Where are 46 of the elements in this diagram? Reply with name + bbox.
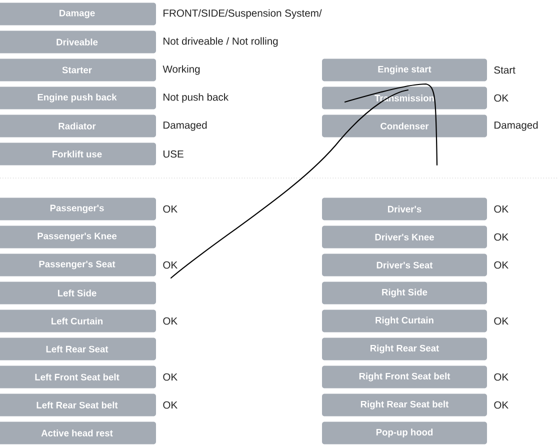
label-box: Engine start	[322, 58, 487, 82]
value-text: Not driveable / Not rolling	[164, 37, 278, 47]
value-text: OK	[494, 261, 508, 269]
value-text: OK	[163, 205, 178, 213]
label-box: Pop-up hood	[322, 422, 487, 444]
label-box: Left Rear Seat belt	[0, 394, 156, 416]
value-text: OK	[494, 373, 508, 381]
value-text: USE	[164, 150, 184, 158]
label-box: Driver's	[322, 198, 487, 220]
label-box: Right Rear Seat belt	[322, 394, 487, 416]
value-text: OK	[163, 317, 178, 325]
label-box: Right Rear Seat	[322, 338, 487, 360]
value-text: OK	[163, 261, 178, 269]
value-text: Damaged	[494, 121, 538, 131]
value-text: Start	[494, 66, 516, 74]
value-text: Damaged	[164, 121, 207, 131]
label-box: Driver's Knee	[322, 226, 487, 248]
label-box: Active head rest	[0, 422, 156, 444]
label-box: Right Front Seat belt	[322, 366, 487, 388]
label-box: Condenser	[322, 114, 487, 138]
value-text: OK	[163, 401, 178, 409]
value-text: FRONT/SIDE/Suspension System/	[164, 9, 322, 19]
value-text: OK	[494, 233, 508, 241]
value-text: Not push back	[164, 93, 229, 103]
label-box: Left Side	[0, 282, 156, 304]
label-box: Driveable	[0, 30, 156, 54]
label-box: Radiator	[0, 114, 156, 138]
label-box: Driver's Seat	[322, 254, 487, 276]
value-text: OK	[494, 401, 508, 409]
label-box: Right Curtain	[322, 310, 487, 332]
label-box: Engine push back	[0, 86, 156, 110]
label-box: Right Side	[322, 282, 487, 304]
label-box: Left Front Seat belt	[0, 366, 156, 388]
label-box: Passenger's Knee	[0, 226, 156, 248]
value-text: OK	[494, 317, 508, 325]
label-box: Passenger's Seat	[0, 254, 156, 276]
label-box: Passenger's	[0, 198, 156, 220]
label-box: Starter	[0, 58, 156, 82]
value-text: OK	[163, 373, 178, 381]
label-box: Left Curtain	[0, 310, 156, 332]
value-text: OK	[494, 94, 508, 102]
label-box: Forklift use	[0, 142, 156, 166]
label-box: Damage	[0, 2, 156, 26]
value-text: Working	[162, 65, 200, 75]
value-text: OK	[494, 205, 508, 213]
label-box: Left Rear Seat	[0, 338, 156, 360]
